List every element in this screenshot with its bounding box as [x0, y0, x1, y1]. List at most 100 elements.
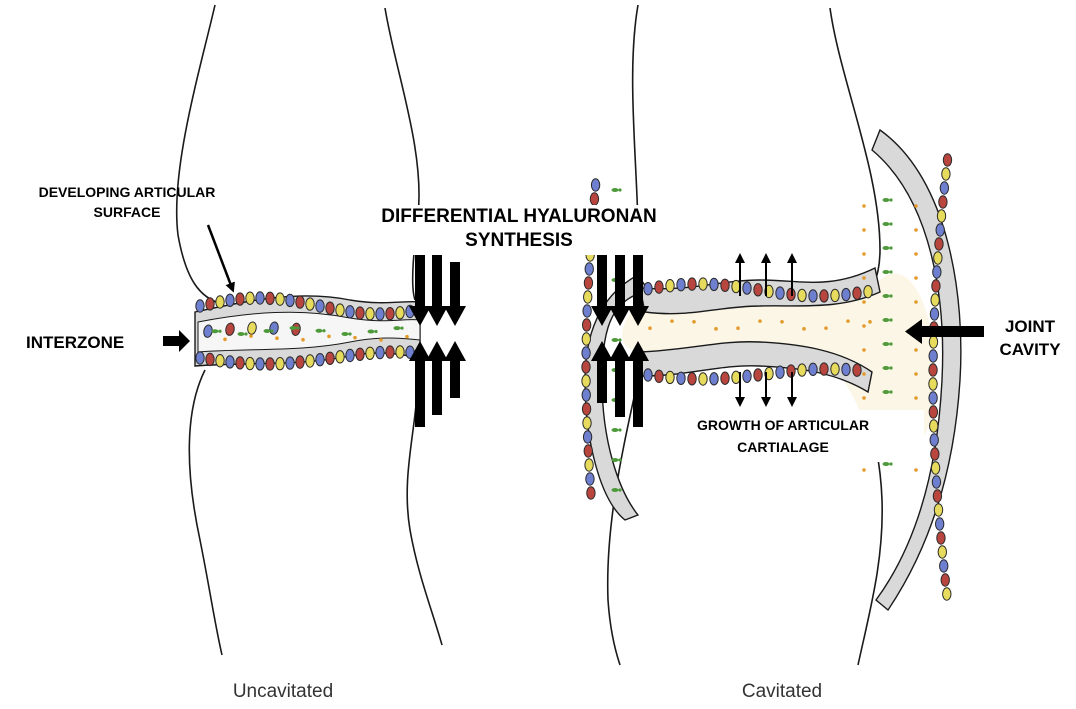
cell: [196, 352, 204, 364]
hyaluronan-mark: [618, 188, 621, 191]
interzone-dot: [249, 334, 253, 338]
interzone-dot: [862, 468, 866, 472]
interzone-dot: [914, 228, 918, 232]
cell: [206, 298, 214, 310]
cell: [864, 285, 872, 297]
cell: [940, 560, 948, 572]
hyaluronan-mark: [889, 222, 892, 225]
cell: [931, 294, 939, 306]
block-arrow-head: [444, 306, 466, 326]
hyaluronan-mark: [612, 428, 619, 432]
block-arrow-shaft: [450, 262, 460, 306]
hyaluronan-mark: [883, 198, 890, 202]
interzone-dot: [327, 335, 331, 339]
cell: [266, 292, 274, 304]
left-upper-bone-outline-right: [385, 8, 419, 300]
hyaluronan-mark: [889, 342, 892, 345]
label-developing-articular-surface: DEVELOPING ARTICULAR SURFACE: [39, 184, 216, 220]
cell: [306, 298, 314, 310]
cell: [316, 300, 324, 312]
interzone-dot: [846, 319, 850, 323]
cell: [809, 363, 817, 375]
block-arrow-shaft: [415, 361, 425, 427]
cell: [326, 352, 334, 364]
cell: [931, 462, 939, 474]
cell: [754, 284, 762, 296]
interzone-dot: [714, 327, 718, 331]
cell: [853, 287, 861, 299]
interzone-dot: [301, 338, 305, 342]
interzone-dot: [862, 276, 866, 280]
cell: [396, 346, 404, 358]
cell: [831, 289, 839, 301]
developing-label-line1: DEVELOPING ARTICULAR: [39, 184, 216, 200]
label-growth-of-articular-cartilage: GROWTH OF ARTICULAR CARTIALAGE: [662, 410, 924, 462]
cell: [584, 291, 592, 303]
hyaluronan-mark: [889, 294, 892, 297]
cell: [929, 378, 937, 390]
cell: [798, 289, 806, 301]
hyaluronan-mark: [244, 332, 247, 335]
right-upper-bone-outline-right: [830, 8, 880, 305]
interzone-label: INTERZONE: [26, 333, 124, 352]
block-arrow-head: [444, 341, 466, 361]
cell: [743, 370, 751, 382]
cell: [582, 389, 590, 401]
cell: [677, 279, 685, 291]
hyaluronan-mark: [883, 318, 890, 322]
cell: [306, 355, 314, 367]
cell: [644, 283, 652, 295]
interzone-dot: [862, 300, 866, 304]
interzone-dot: [862, 228, 866, 232]
hyaluronan-mark: [889, 318, 892, 321]
cell: [688, 373, 696, 385]
cell: [754, 369, 762, 381]
cell: [934, 252, 942, 264]
cell: [655, 281, 663, 293]
developing-label-line2: SURFACE: [94, 204, 161, 220]
cell: [336, 304, 344, 316]
caption-uncavitated: Uncavitated: [233, 681, 333, 702]
cell: [935, 238, 943, 250]
hyaluronan-mark: [889, 390, 892, 393]
cell: [666, 371, 674, 383]
cell: [196, 300, 204, 312]
cell: [937, 210, 945, 222]
cell: [376, 308, 384, 320]
hyaluronan-mark: [394, 326, 401, 330]
cell: [584, 445, 592, 457]
cell: [710, 278, 718, 290]
interzone-dot: [914, 252, 918, 256]
cell: [929, 336, 937, 348]
cell: [586, 473, 594, 485]
hyaluronan-mark: [316, 329, 323, 333]
interzone-dot: [736, 326, 740, 330]
hyaluronan-mark: [883, 462, 890, 466]
cell: [934, 504, 942, 516]
cell: [721, 372, 729, 384]
cell: [256, 358, 264, 370]
cell: [366, 347, 374, 359]
interzone-dot: [353, 336, 357, 340]
cell: [936, 224, 944, 236]
cell: [939, 196, 947, 208]
cell: [776, 287, 784, 299]
cell: [591, 179, 599, 191]
differential-label-line1: DIFFERENTIAL HYALURONAN: [381, 206, 657, 227]
cell: [699, 373, 707, 385]
cell: [376, 346, 384, 358]
cell: [853, 364, 861, 376]
hyaluronan-mark: [618, 458, 621, 461]
cell: [842, 363, 850, 375]
cell: [776, 366, 784, 378]
cell: [326, 302, 334, 314]
interzone-dot: [758, 319, 762, 323]
joint-cavity-label-line2: CAVITY: [999, 340, 1061, 359]
interzone-dot: [862, 324, 866, 328]
cell: [336, 351, 344, 363]
cell: [831, 363, 839, 375]
cell: [585, 459, 593, 471]
hyaluronan-mark: [883, 366, 890, 370]
cell: [798, 364, 806, 376]
